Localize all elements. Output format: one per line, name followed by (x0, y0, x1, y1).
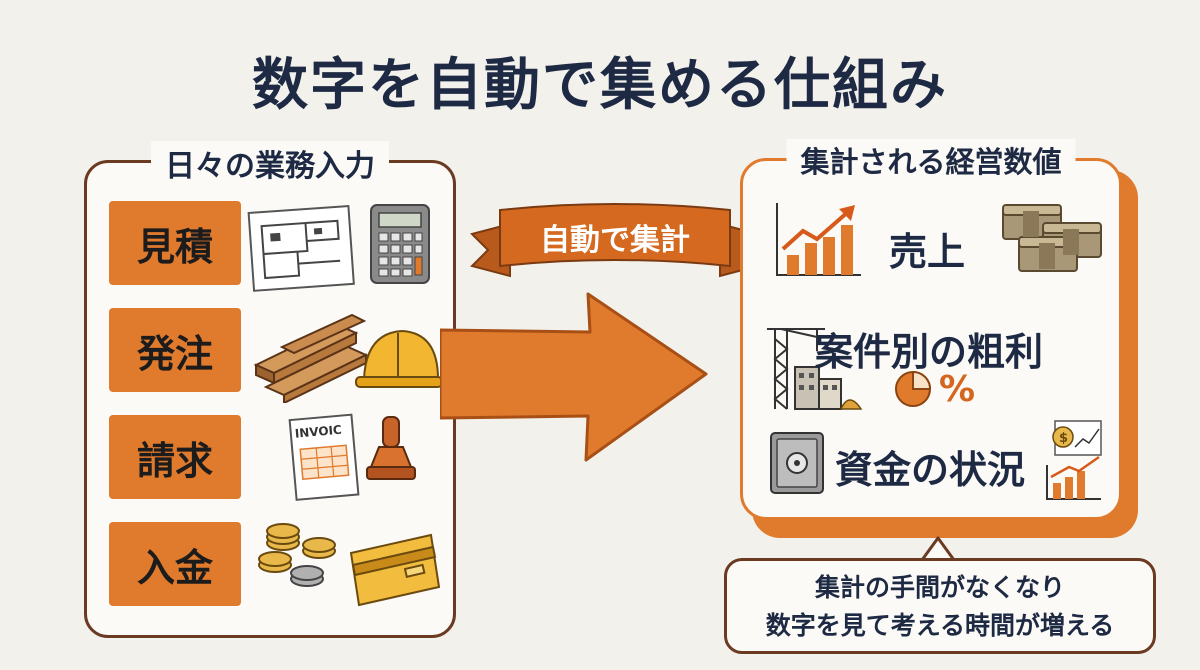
summary-callout: 集計の手間がなくなり 数字を見て考える時間が増える (724, 558, 1156, 654)
flow-arrow-icon (440, 292, 708, 462)
invoice-box: 請求 (109, 415, 241, 499)
management-metrics-label: 集計される経営数値 (786, 139, 1076, 181)
safe-icon (770, 432, 824, 494)
callout-tail-icon (920, 536, 956, 561)
coins-card-icon (258, 523, 441, 607)
order-box: 発注 (109, 308, 241, 392)
callout-line-2: 数字を見て考える時間が増える (765, 611, 1115, 640)
svg-text:$: $ (1059, 431, 1068, 446)
metric-sales: 売上 (889, 230, 966, 274)
auto-aggregate-label: 自動で集計 (540, 223, 690, 258)
crane-building-icon (767, 328, 863, 410)
daily-input-panel: 日々の業務入力 見積 発注 請求 入金 (84, 141, 456, 638)
blueprint-calculator-icon (247, 204, 430, 292)
finance-chart-icon: $ (1046, 420, 1102, 500)
money-stack-icon (1002, 204, 1102, 272)
page-title: 数字を自動で集める仕組み (252, 53, 948, 118)
growth-chart-icon (776, 203, 861, 276)
management-metrics-panel: 集計される経営数値 売上 (740, 139, 1122, 520)
lumber-hardhat-icon (253, 313, 442, 403)
invoice-stamp-icon: INVOIC (288, 413, 416, 501)
invoice-heading: INVOIC (294, 423, 342, 441)
pie-percent-icon (895, 370, 932, 407)
callout-line-1: 集計の手間がなくなり (814, 573, 1065, 602)
metric-cash-status: 資金の状況 (835, 448, 1026, 492)
payment-box: 入金 (109, 522, 241, 606)
percent-sign: % (939, 369, 976, 410)
daily-input-label: 日々の業務入力 (151, 141, 389, 185)
metric-gross-profit-by-project: 案件別の粗利 (815, 330, 1044, 374)
estimate-box: 見積 (109, 201, 241, 285)
